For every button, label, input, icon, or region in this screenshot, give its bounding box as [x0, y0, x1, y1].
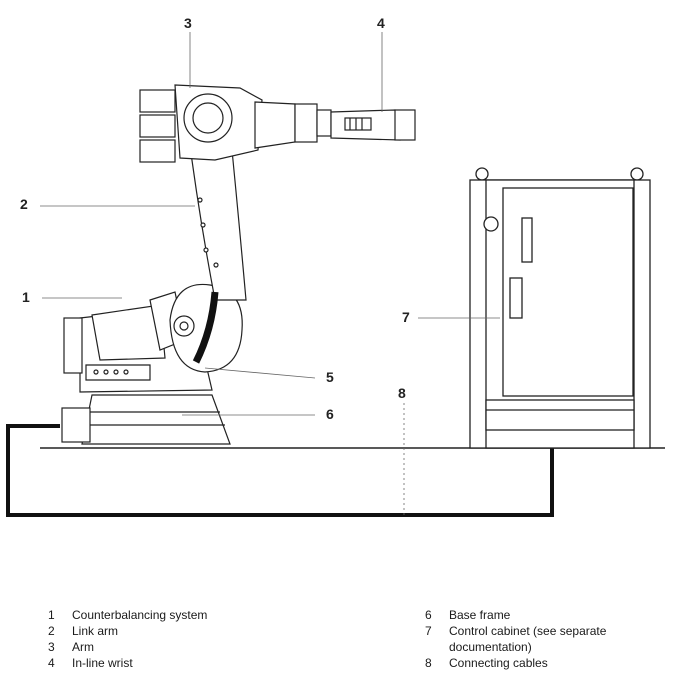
legend-label: Link arm — [72, 624, 119, 638]
leader-5 — [204, 367, 316, 379]
legend-left: 1 Counterbalancing system 2 Link arm 3 A… — [48, 608, 348, 672]
callout-2: 2 — [20, 196, 28, 212]
callout-6: 6 — [326, 406, 334, 422]
legend-label: Counterbalancing system — [72, 608, 208, 622]
legend-label: documentation) — [449, 640, 532, 654]
legend-number: 1 — [48, 608, 55, 622]
robot-system-diagram — [6, 32, 665, 517]
legend-number: 4 — [48, 656, 55, 670]
callout-8: 8 — [398, 385, 406, 401]
legend-number: 7 — [425, 624, 432, 638]
callout-3: 3 — [184, 15, 192, 31]
callout-4: 4 — [377, 15, 385, 31]
legend-label: Control cabinet (see separate — [449, 624, 607, 638]
link-arm — [187, 129, 247, 301]
legend-label: In-line wrist — [72, 656, 133, 670]
connecting-cable — [6, 424, 554, 517]
legend-right: 6 Base frame 7 Control cabinet (see sepa… — [425, 608, 665, 672]
cable-harness-lower — [192, 291, 219, 364]
legend-number: 8 — [425, 656, 432, 670]
leader-lines — [40, 32, 500, 515]
callout-5: 5 — [326, 369, 334, 385]
legend-number: 3 — [48, 640, 55, 654]
legend-label: Arm — [72, 640, 94, 654]
in-line-wrist — [330, 109, 416, 141]
control-cabinet — [469, 167, 651, 449]
callout-7: 7 — [402, 309, 410, 325]
upper-arm — [139, 84, 332, 163]
legend-label: Base frame — [449, 608, 511, 622]
legend-label: Connecting cables — [449, 656, 548, 670]
legend-number: 2 — [48, 624, 55, 638]
base-frame — [61, 394, 231, 445]
callout-1: 1 — [22, 289, 30, 305]
legend-number: 6 — [425, 608, 432, 622]
